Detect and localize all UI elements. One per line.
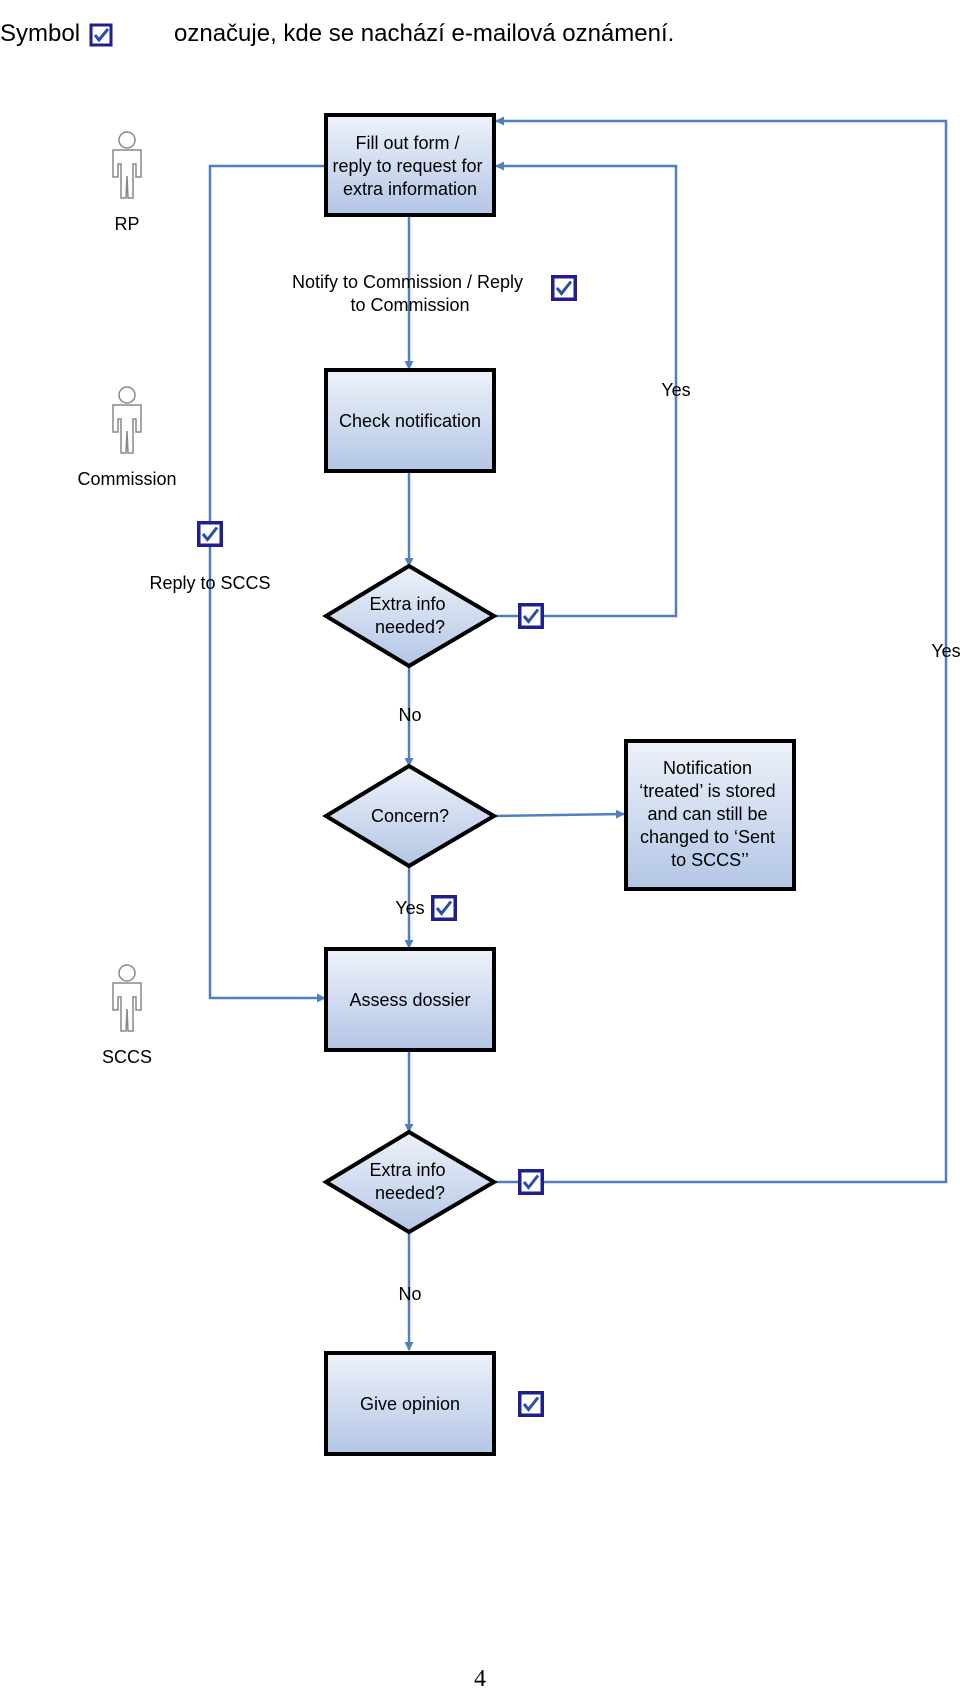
node-notification-treated: Notification ‘treated’ is stored and can… bbox=[624, 739, 796, 891]
node-extra-info-1-line: needed? bbox=[375, 617, 445, 637]
node-extra-info-1-line: Extra info bbox=[369, 594, 445, 614]
person-icon bbox=[112, 964, 142, 1032]
email-check-icon bbox=[89, 23, 113, 47]
node-treated-line: to SCCS’’ bbox=[671, 850, 749, 870]
svg-text:Give opinion: Give opinion bbox=[360, 1394, 460, 1414]
actor-sccs-label: SCCS bbox=[102, 1047, 152, 1067]
node-give-opinion: Give opinion bbox=[324, 1351, 496, 1456]
node-fill-form-line: reply to request for bbox=[332, 156, 482, 176]
actor-commission: Commission bbox=[77, 386, 177, 489]
node-extra-info-2-line: needed? bbox=[375, 1183, 445, 1203]
svg-text:Fill out form / reply to: Fill out form / reply to request for ext… bbox=[332, 133, 487, 199]
page-number: 4 bbox=[474, 1666, 486, 1692]
email-check-icon bbox=[195, 519, 225, 549]
node-concern-label: Concern? bbox=[371, 806, 449, 826]
edge-label-no-2: No bbox=[398, 1284, 421, 1304]
edge-label-yes-sccs: Yes bbox=[931, 641, 960, 661]
edge-label-notify-line: to Commission bbox=[350, 295, 469, 315]
node-give-opinion-label: Give opinion bbox=[360, 1394, 460, 1414]
legend-symbol-word: Symbol bbox=[0, 20, 81, 47]
edge-label-yes-concern: Yes bbox=[395, 898, 424, 918]
edge-label-notify: Notify to Commission / Reply to Commissi… bbox=[292, 272, 528, 315]
svg-text:Concern?: Concern? bbox=[371, 806, 449, 826]
node-assess-dossier: Assess dossier bbox=[324, 947, 496, 1052]
svg-text:Extra info needed?: Extra info needed? bbox=[369, 1160, 450, 1203]
legend-description: označuje, kde se nachází e-mailová oznám… bbox=[174, 20, 675, 47]
svg-text:Notification ‘treated’ i: Notification ‘treated’ is stored and can… bbox=[639, 758, 780, 870]
actor-rp-label: RP bbox=[114, 214, 139, 234]
person-icon bbox=[112, 386, 142, 454]
email-check-icon bbox=[516, 1167, 546, 1197]
node-check-notification-label: Check notification bbox=[339, 411, 481, 431]
node-extra-info-2-line: Extra info bbox=[369, 1160, 445, 1180]
node-treated-line: Notification bbox=[663, 758, 752, 778]
node-treated-line: ‘treated’ is stored bbox=[639, 781, 775, 801]
node-concern: Concern? bbox=[322, 763, 498, 869]
node-check-notification: Check notification bbox=[324, 368, 496, 473]
edge-label-no-1: No bbox=[398, 705, 421, 725]
legend: Symbol označuje, kde se nachází e-mailov… bbox=[0, 14, 960, 54]
edge-label-reply-sccs: Reply to SCCS bbox=[149, 573, 270, 593]
node-assess-dossier-label: Assess dossier bbox=[349, 990, 470, 1010]
arrow-extra1-yes-to-fill bbox=[494, 161, 678, 618]
email-check-icon bbox=[516, 1389, 546, 1419]
node-extra-info-1: Extra info needed? bbox=[322, 563, 498, 669]
actor-rp: RP bbox=[112, 131, 142, 234]
node-fill-form-line: extra information bbox=[343, 179, 477, 199]
email-check-icon bbox=[549, 273, 579, 303]
node-treated-line: changed to ‘Sent bbox=[640, 827, 775, 847]
arrow-fill-reply-to-assess bbox=[208, 164, 326, 1003]
edge-label-notify-line: Notify to Commission / Reply bbox=[292, 272, 523, 292]
svg-text:Extra info needed?: Extra info needed? bbox=[369, 594, 450, 637]
node-fill-form-line: Fill out form / bbox=[355, 133, 459, 153]
actor-sccs: SCCS bbox=[102, 964, 152, 1067]
svg-text:Assess dossier: Assess dossier bbox=[349, 990, 470, 1010]
person-icon bbox=[112, 131, 142, 199]
node-fill-form: Fill out form / reply to request for ext… bbox=[324, 113, 496, 217]
actor-commission-label: Commission bbox=[77, 469, 176, 489]
email-check-icon bbox=[516, 601, 546, 631]
arrow-extra2-yes-to-fill bbox=[494, 116, 948, 1184]
node-extra-info-2: Extra info needed? bbox=[322, 1129, 498, 1235]
edge-label-yes-commission: Yes bbox=[661, 380, 690, 400]
node-treated-line: and can still be bbox=[647, 804, 767, 824]
email-check-icon bbox=[429, 893, 459, 923]
arrow-concern-to-treated bbox=[493, 809, 625, 819]
edges bbox=[208, 116, 948, 1351]
svg-text:Check notification: Check notification bbox=[339, 411, 481, 431]
